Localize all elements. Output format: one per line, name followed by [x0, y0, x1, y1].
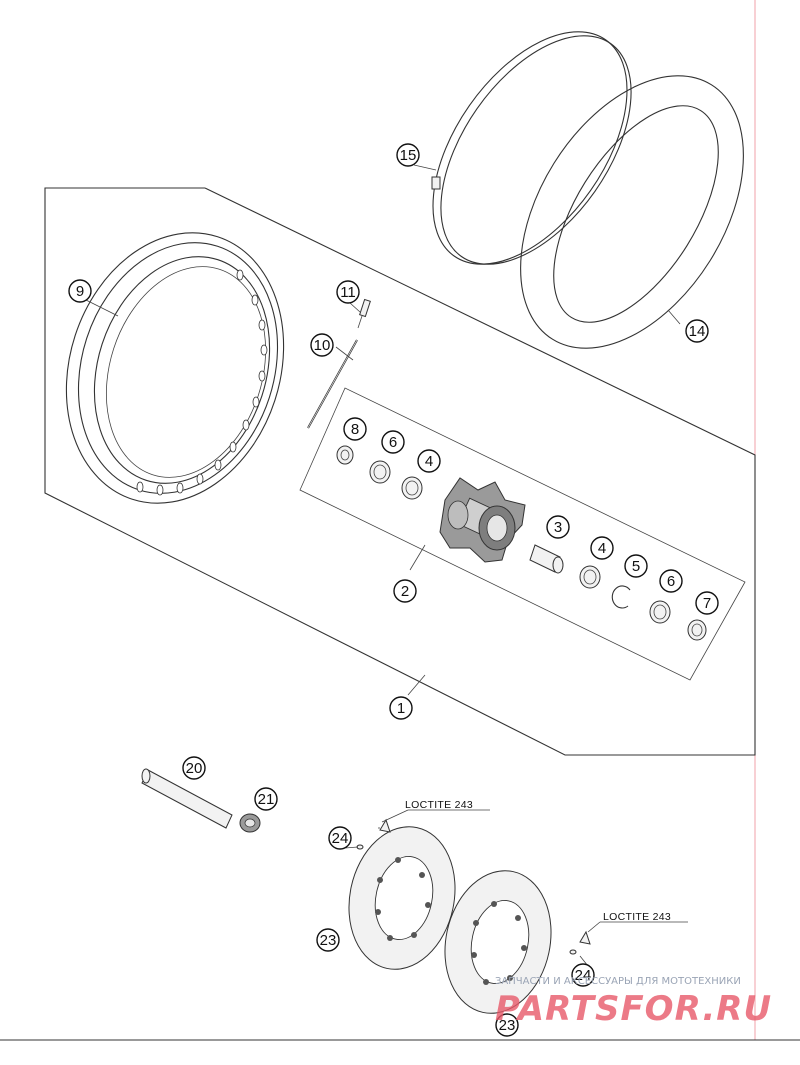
callout-number: 21	[258, 791, 275, 808]
callout-number: 10	[314, 337, 331, 354]
callout-number: 23	[499, 1017, 516, 1034]
callout-circle	[495, 1013, 519, 1037]
callout-c4a: 4	[417, 449, 441, 473]
callout-c14: 14	[685, 319, 709, 343]
watermark-subtitle: ЗАПЧАСТИ И АКСЕССУАРЫ ДЛЯ МОТОТЕХНИКИ	[495, 976, 741, 987]
rim-tape-drawing	[431, 31, 632, 265]
callout-c24a: 24	[328, 826, 352, 850]
callout-number: 23	[320, 932, 337, 949]
callout-c6b: 6	[659, 569, 683, 593]
axle-20-drawing	[141, 768, 233, 829]
callout-c23a: 23	[316, 928, 340, 952]
callout-c21: 21	[254, 787, 278, 811]
callout-c11: 11	[336, 280, 360, 304]
callout-circle	[336, 280, 360, 304]
callout-number: 5	[632, 558, 640, 575]
callout-circle	[624, 554, 648, 578]
callout-circle	[571, 963, 595, 987]
brake-disc-left-drawing	[348, 826, 456, 970]
callout-c10: 10	[310, 333, 334, 357]
wheel-assembly-frame	[44, 187, 756, 756]
callout-number: 3	[554, 519, 562, 536]
callout-number: 1	[397, 700, 405, 717]
callout-circle	[328, 826, 352, 850]
callout-circle	[659, 569, 683, 593]
callout-circle	[381, 430, 405, 454]
callout-c1: 1	[389, 696, 413, 720]
bearing-4-left-drawing	[401, 476, 423, 500]
callout-c6a: 6	[381, 430, 405, 454]
callout-number: 24	[332, 830, 349, 847]
callout-number: 2	[401, 583, 409, 600]
hub-assembly-frame	[299, 387, 746, 681]
callout-c7: 7	[695, 591, 719, 615]
callout-number: 4	[425, 453, 433, 470]
callout-number: 9	[76, 283, 84, 300]
seal-6-left-drawing	[369, 460, 391, 484]
callout-circle	[343, 417, 367, 441]
callout-circle	[254, 787, 278, 811]
spacer-tube-3-drawing	[529, 544, 564, 574]
callout-circle	[310, 333, 334, 357]
spacer-7-drawing	[687, 619, 707, 641]
callout-c24b: 24	[571, 963, 595, 987]
callout-c15: 15	[396, 143, 420, 167]
bolt-24-right-drawing	[569, 930, 591, 955]
callout-c8: 8	[343, 417, 367, 441]
callout-c9: 9	[68, 279, 92, 303]
leader-lines	[85, 164, 688, 967]
callout-circle	[417, 449, 441, 473]
callout-circle	[695, 591, 719, 615]
callout-c3: 3	[546, 515, 570, 539]
nut-21-drawing	[239, 813, 261, 833]
callout-circle	[389, 696, 413, 720]
callout-circle	[68, 279, 92, 303]
loctite-note-left: LOCTITE 243	[405, 799, 473, 811]
callout-circle	[316, 928, 340, 952]
callout-number: 14	[689, 323, 706, 340]
callout-number: 7	[703, 595, 711, 612]
callout-circle	[590, 536, 614, 560]
callout-circle	[393, 579, 417, 603]
tube-drawing	[520, 75, 744, 349]
callout-number: 6	[667, 573, 675, 590]
spoke-drawing	[307, 339, 358, 429]
watermark-brand: PARTSFOR.RU	[495, 989, 772, 1029]
rim-drawing	[65, 232, 285, 504]
brake-disc-right-drawing	[444, 870, 552, 1014]
callout-c2: 2	[393, 579, 417, 603]
spacer-8-drawing	[336, 445, 354, 465]
callout-circle	[396, 143, 420, 167]
callout-number: 6	[389, 434, 397, 451]
callout-number: 20	[186, 760, 203, 777]
seal-6-right-drawing	[649, 600, 671, 624]
callout-number: 15	[400, 147, 417, 164]
callout-circle	[685, 319, 709, 343]
callout-c20: 20	[182, 756, 206, 780]
callout-number: 8	[351, 421, 359, 438]
hub-drawing	[439, 477, 526, 563]
callout-c5: 5	[624, 554, 648, 578]
callout-circle	[546, 515, 570, 539]
callout-c4b: 4	[590, 536, 614, 560]
nipple-drawing	[357, 298, 371, 329]
loctite-note-right: LOCTITE 243	[603, 911, 671, 923]
callout-circle	[182, 756, 206, 780]
callout-number: 24	[575, 967, 592, 984]
circlip-5-drawing	[611, 585, 631, 609]
callout-number: 4	[598, 540, 606, 557]
callout-number: 11	[340, 284, 356, 301]
callout-c23b: 23	[495, 1013, 519, 1037]
bearing-4-right-drawing	[579, 565, 601, 589]
